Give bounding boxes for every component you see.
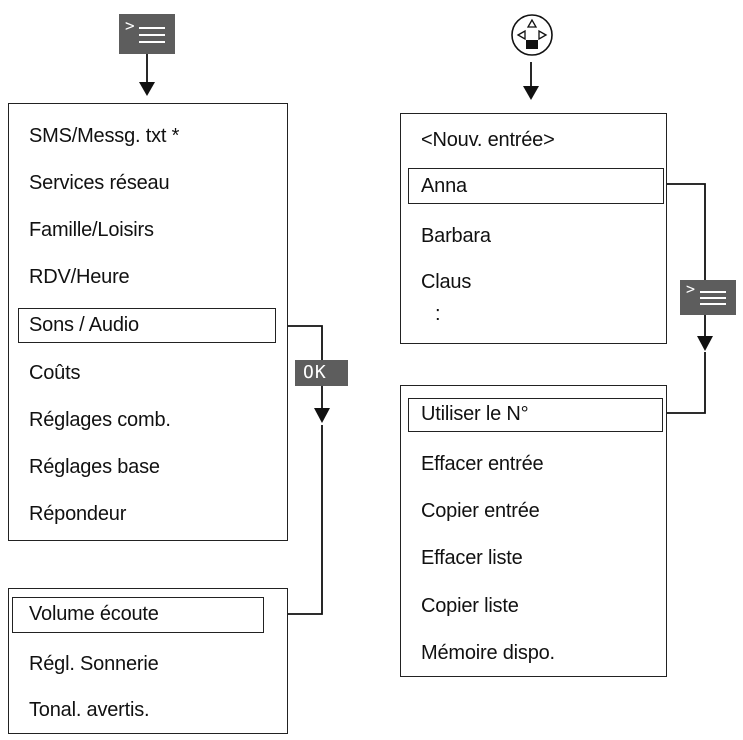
list-lines-icon (700, 291, 726, 305)
arrow-down-icon (314, 408, 330, 423)
arrow-down-icon (697, 336, 713, 351)
navigation-key-icon[interactable] (509, 12, 555, 58)
menu-key-icon[interactable]: > (119, 14, 175, 54)
selection-frame (408, 398, 663, 432)
ok-key-label: OK (303, 362, 327, 383)
ok-key[interactable]: OK (295, 360, 348, 386)
selection-frame (18, 308, 276, 343)
menu-key-glyph: > (125, 16, 135, 35)
menu-key-icon[interactable]: > (680, 280, 736, 315)
audio-menu: Volume écoute Régl. Sonnerie Tonal. aver… (8, 588, 288, 734)
arrow-down-icon (139, 82, 155, 96)
main-menu: SMS/Messg. txt * Services réseau Famille… (8, 103, 288, 541)
arrow-down-icon (523, 86, 539, 100)
selection-frame (408, 168, 664, 204)
menu-key-glyph: > (686, 280, 696, 298)
entry-options-menu: Utiliser le N° Effacer entrée Copier ent… (400, 385, 667, 677)
list-lines-icon (139, 27, 165, 43)
phonebook-list: <Nouv. entrée> Anna Barbara Claus : (400, 113, 667, 344)
selection-frame (12, 597, 264, 633)
